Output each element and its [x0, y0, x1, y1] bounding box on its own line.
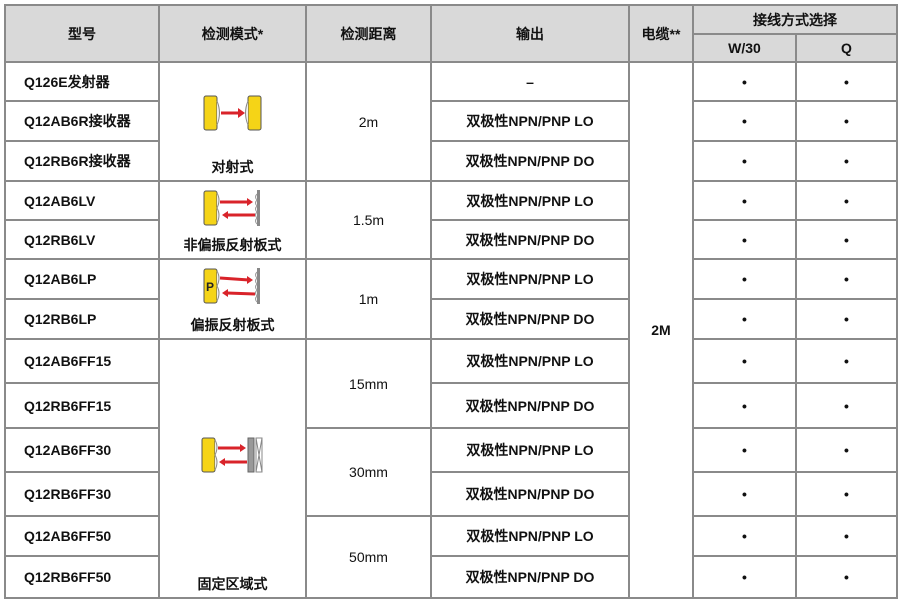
- model-cell: Q12AB6LP: [4, 258, 160, 300]
- output-cell: 双极性NPN/PNP LO: [430, 180, 630, 221]
- q-available: •: [795, 382, 898, 429]
- mode-label: 对射式: [211, 159, 254, 175]
- model-cell: Q12AB6FF15: [4, 338, 160, 384]
- w30-available: •: [692, 471, 797, 517]
- output-cell: 双极性NPN/PNP LO: [430, 100, 630, 142]
- output-cell: 双极性NPN/PNP DO: [430, 555, 630, 599]
- mode-cell-opposed: 对射式: [158, 61, 307, 182]
- polar-reflector-icon: P: [203, 268, 260, 304]
- output-cell: 双极性NPN/PNP DO: [430, 219, 630, 260]
- table-row: Q12RB6FF50 双极性NPN/PNP DO ••: [4, 555, 898, 599]
- table-row: Q12AB6R接收器 双极性NPN/PNP LO ••: [4, 100, 898, 142]
- w30-available: •: [692, 427, 797, 473]
- w30-available: •: [692, 298, 797, 340]
- q-available: •: [795, 219, 898, 260]
- header-wiring: 接线方式选择: [692, 4, 898, 35]
- model-cell: Q12AB6R接收器: [4, 100, 160, 142]
- output-cell: 双极性NPN/PNP DO: [430, 298, 630, 340]
- distance-cell: 15mm: [305, 338, 432, 429]
- model-cell: Q12RB6FF30: [4, 471, 160, 517]
- output-cell: 双极性NPN/PNP DO: [430, 140, 630, 182]
- model-cell: Q12RB6LP: [4, 298, 160, 340]
- mode-cell-nonpolar: 非偏振反射板式: [158, 180, 307, 260]
- output-cell: –: [430, 61, 630, 102]
- distance-cell: 30mm: [305, 427, 432, 517]
- model-cell: Q12RB6LV: [4, 219, 160, 260]
- header-q: Q: [795, 33, 898, 63]
- table-row: Q12RB6LV 双极性NPN/PNP DO ••: [4, 219, 898, 260]
- w30-available: •: [692, 515, 797, 557]
- w30-available: •: [692, 219, 797, 260]
- q-available: •: [795, 140, 898, 182]
- q-available: •: [795, 515, 898, 557]
- output-cell: 双极性NPN/PNP LO: [430, 338, 630, 384]
- w30-available: •: [692, 180, 797, 221]
- q-available: •: [795, 258, 898, 300]
- distance-cell: 1.5m: [305, 180, 432, 260]
- q-available: •: [795, 427, 898, 473]
- header-model: 型号: [4, 4, 160, 63]
- polar-letter: P: [206, 280, 214, 294]
- w30-available: •: [692, 100, 797, 142]
- q-available: •: [795, 338, 898, 384]
- mode-cell-polar: P 偏振反射板式: [158, 258, 307, 340]
- model-cell: Q126E发射器: [4, 61, 160, 102]
- nonpolar-reflector-icon: [203, 190, 260, 226]
- q-available: •: [795, 298, 898, 340]
- mode-label: 非偏振反射板式: [183, 237, 282, 253]
- cable-cell: 2M: [628, 61, 694, 599]
- header-distance: 检测距离: [305, 4, 432, 63]
- mode-cell-fixed: 固定区域式: [158, 338, 307, 599]
- q-available: •: [795, 61, 898, 102]
- w30-available: •: [692, 140, 797, 182]
- output-cell: 双极性NPN/PNP DO: [430, 382, 630, 429]
- w30-available: •: [692, 382, 797, 429]
- q-available: •: [795, 555, 898, 599]
- header-output: 输出: [430, 4, 630, 63]
- q-available: •: [795, 471, 898, 517]
- distance-cell: 50mm: [305, 515, 432, 599]
- distance-cell: 1m: [305, 258, 432, 340]
- table-row: Q12RB6FF30 双极性NPN/PNP DO ••: [4, 471, 898, 517]
- w30-available: •: [692, 258, 797, 300]
- mode-label: 固定区域式: [197, 576, 268, 592]
- output-cell: 双极性NPN/PNP DO: [430, 471, 630, 517]
- output-cell: 双极性NPN/PNP LO: [430, 258, 630, 300]
- w30-available: •: [692, 61, 797, 102]
- model-cell: Q12RB6FF50: [4, 555, 160, 599]
- q-available: •: [795, 100, 898, 142]
- table-row: Q12RB6FF15 双极性NPN/PNP DO ••: [4, 382, 898, 429]
- product-table: 型号 检测模式* 检测距离 输出 电缆** 接线方式选择 W/30 Q Q126…: [4, 4, 898, 599]
- model-cell: Q12AB6FF50: [4, 515, 160, 557]
- model-cell: Q12AB6LV: [4, 180, 160, 221]
- output-cell: 双极性NPN/PNP LO: [430, 515, 630, 557]
- model-cell: Q12AB6FF30: [4, 427, 160, 473]
- header-w30: W/30: [692, 33, 797, 63]
- table-row: Q12RB6LP 双极性NPN/PNP DO ••: [4, 298, 898, 340]
- header-mode: 检测模式*: [158, 4, 307, 63]
- fixed-field-icon: [201, 437, 262, 473]
- output-cell: 双极性NPN/PNP LO: [430, 427, 630, 473]
- w30-available: •: [692, 555, 797, 599]
- mode-label: 偏振反射板式: [190, 317, 275, 333]
- w30-available: •: [692, 338, 797, 384]
- model-cell: Q12RB6R接收器: [4, 140, 160, 182]
- header-cable: 电缆**: [628, 4, 694, 63]
- distance-cell: 2m: [305, 61, 432, 182]
- table-row: Q12RB6R接收器 双极性NPN/PNP DO ••: [4, 140, 898, 182]
- q-available: •: [795, 180, 898, 221]
- opposed-mode-icon: [203, 95, 261, 131]
- model-cell: Q12RB6FF15: [4, 382, 160, 429]
